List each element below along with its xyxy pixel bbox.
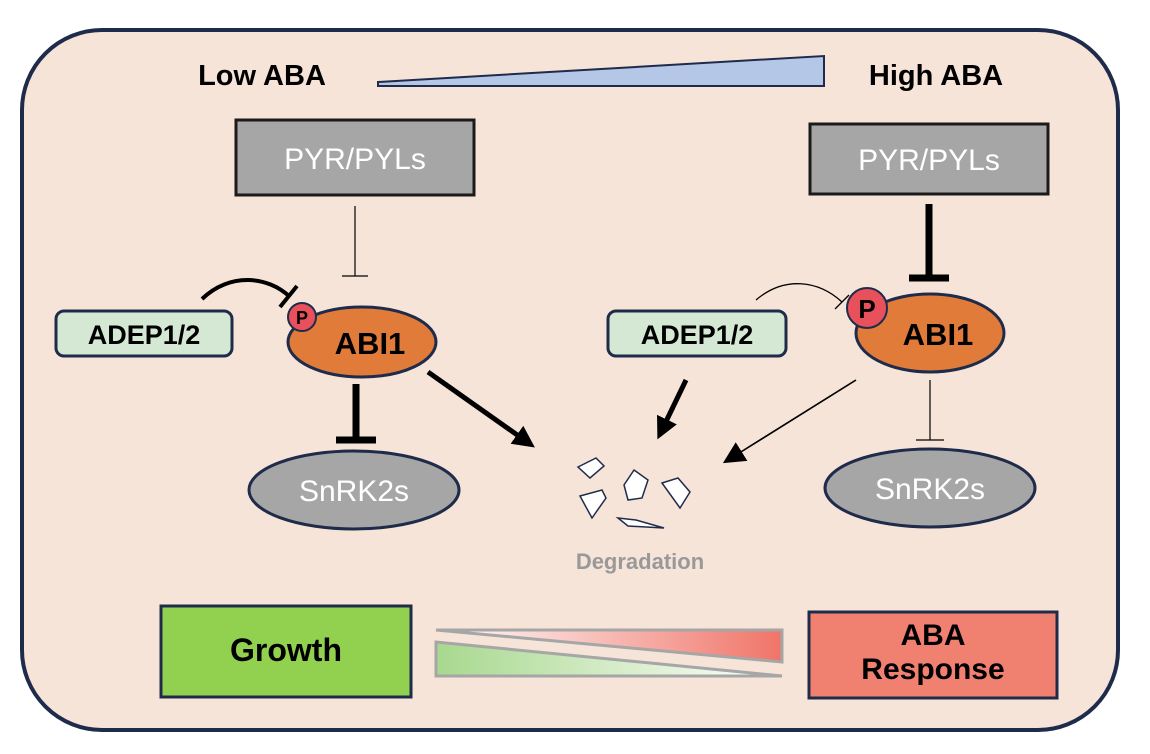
growth-box: [159, 604, 413, 699]
right-phospho-label: P: [858, 294, 875, 324]
growth-gradient-wedge: [434, 640, 783, 678]
left-phospho-mark: [287, 302, 317, 332]
left-receptor-label: PYR/PYLs: [284, 143, 426, 176]
left-adep-label: ADEP1/2: [88, 320, 201, 350]
left-phospho-label: P: [296, 308, 308, 328]
right-phospho-mark: [846, 287, 888, 329]
right-adep-inhibition-bar: [834, 294, 850, 310]
right-snrk2-label: SnRK2s: [875, 473, 985, 506]
right-abi1-ellipse: [854, 292, 1006, 374]
right-panel: PYR/PYLs ADEP1/2 ABI1 P SnRK2s: [606, 122, 1050, 529]
left-adep-inhibition-curve: [200, 278, 292, 301]
adep-degradation-arrow: [657, 378, 689, 440]
degradation-label: Degradation: [576, 549, 704, 574]
aba-response-label-line2: Response: [861, 653, 1004, 686]
fragment-2: [623, 468, 649, 501]
response-gradient-wedge: [435, 628, 784, 664]
aba-response-box: [807, 610, 1059, 700]
left-degradation-arrow: [426, 369, 535, 448]
degradation-fragments: [576, 457, 691, 529]
right-adep-inhibition-curve: [755, 283, 843, 303]
fragment-5: [615, 516, 665, 529]
left-snrk2-ellipse: [247, 449, 461, 531]
background-panel: [20, 28, 1120, 732]
right-degradation-arrow: [722, 379, 857, 464]
aba-response-label-line1: ABA: [901, 619, 966, 652]
right-receptor-label: PYR/PYLs: [858, 144, 1000, 177]
right-snrk2-ellipse: [823, 447, 1037, 529]
right-receptor-box: [808, 122, 1050, 196]
left-abi1-label: ABI1: [335, 326, 406, 361]
low-aba-label: Low ABA: [198, 60, 326, 92]
left-adep-box: [54, 309, 234, 358]
aba-gradient-wedge: [377, 54, 825, 87]
growth-label: Growth: [230, 632, 342, 668]
fragment-3: [660, 477, 691, 510]
high-aba-label: High ABA: [869, 60, 1003, 92]
left-panel: PYR/PYLs ADEP1/2 ABI1 P SnRK2s: [54, 118, 535, 531]
left-receptor-box: [234, 118, 476, 197]
left-snrk2-label: SnRK2s: [299, 475, 409, 508]
right-adep-box: [606, 309, 788, 358]
right-abi1-label: ABI1: [903, 317, 974, 352]
left-adep-inhibition-bar: [278, 284, 299, 309]
left-abi1-ellipse: [286, 305, 438, 379]
fragment-4: [578, 489, 607, 520]
fragment-1: [576, 457, 606, 480]
right-adep-label: ADEP1/2: [641, 320, 754, 350]
